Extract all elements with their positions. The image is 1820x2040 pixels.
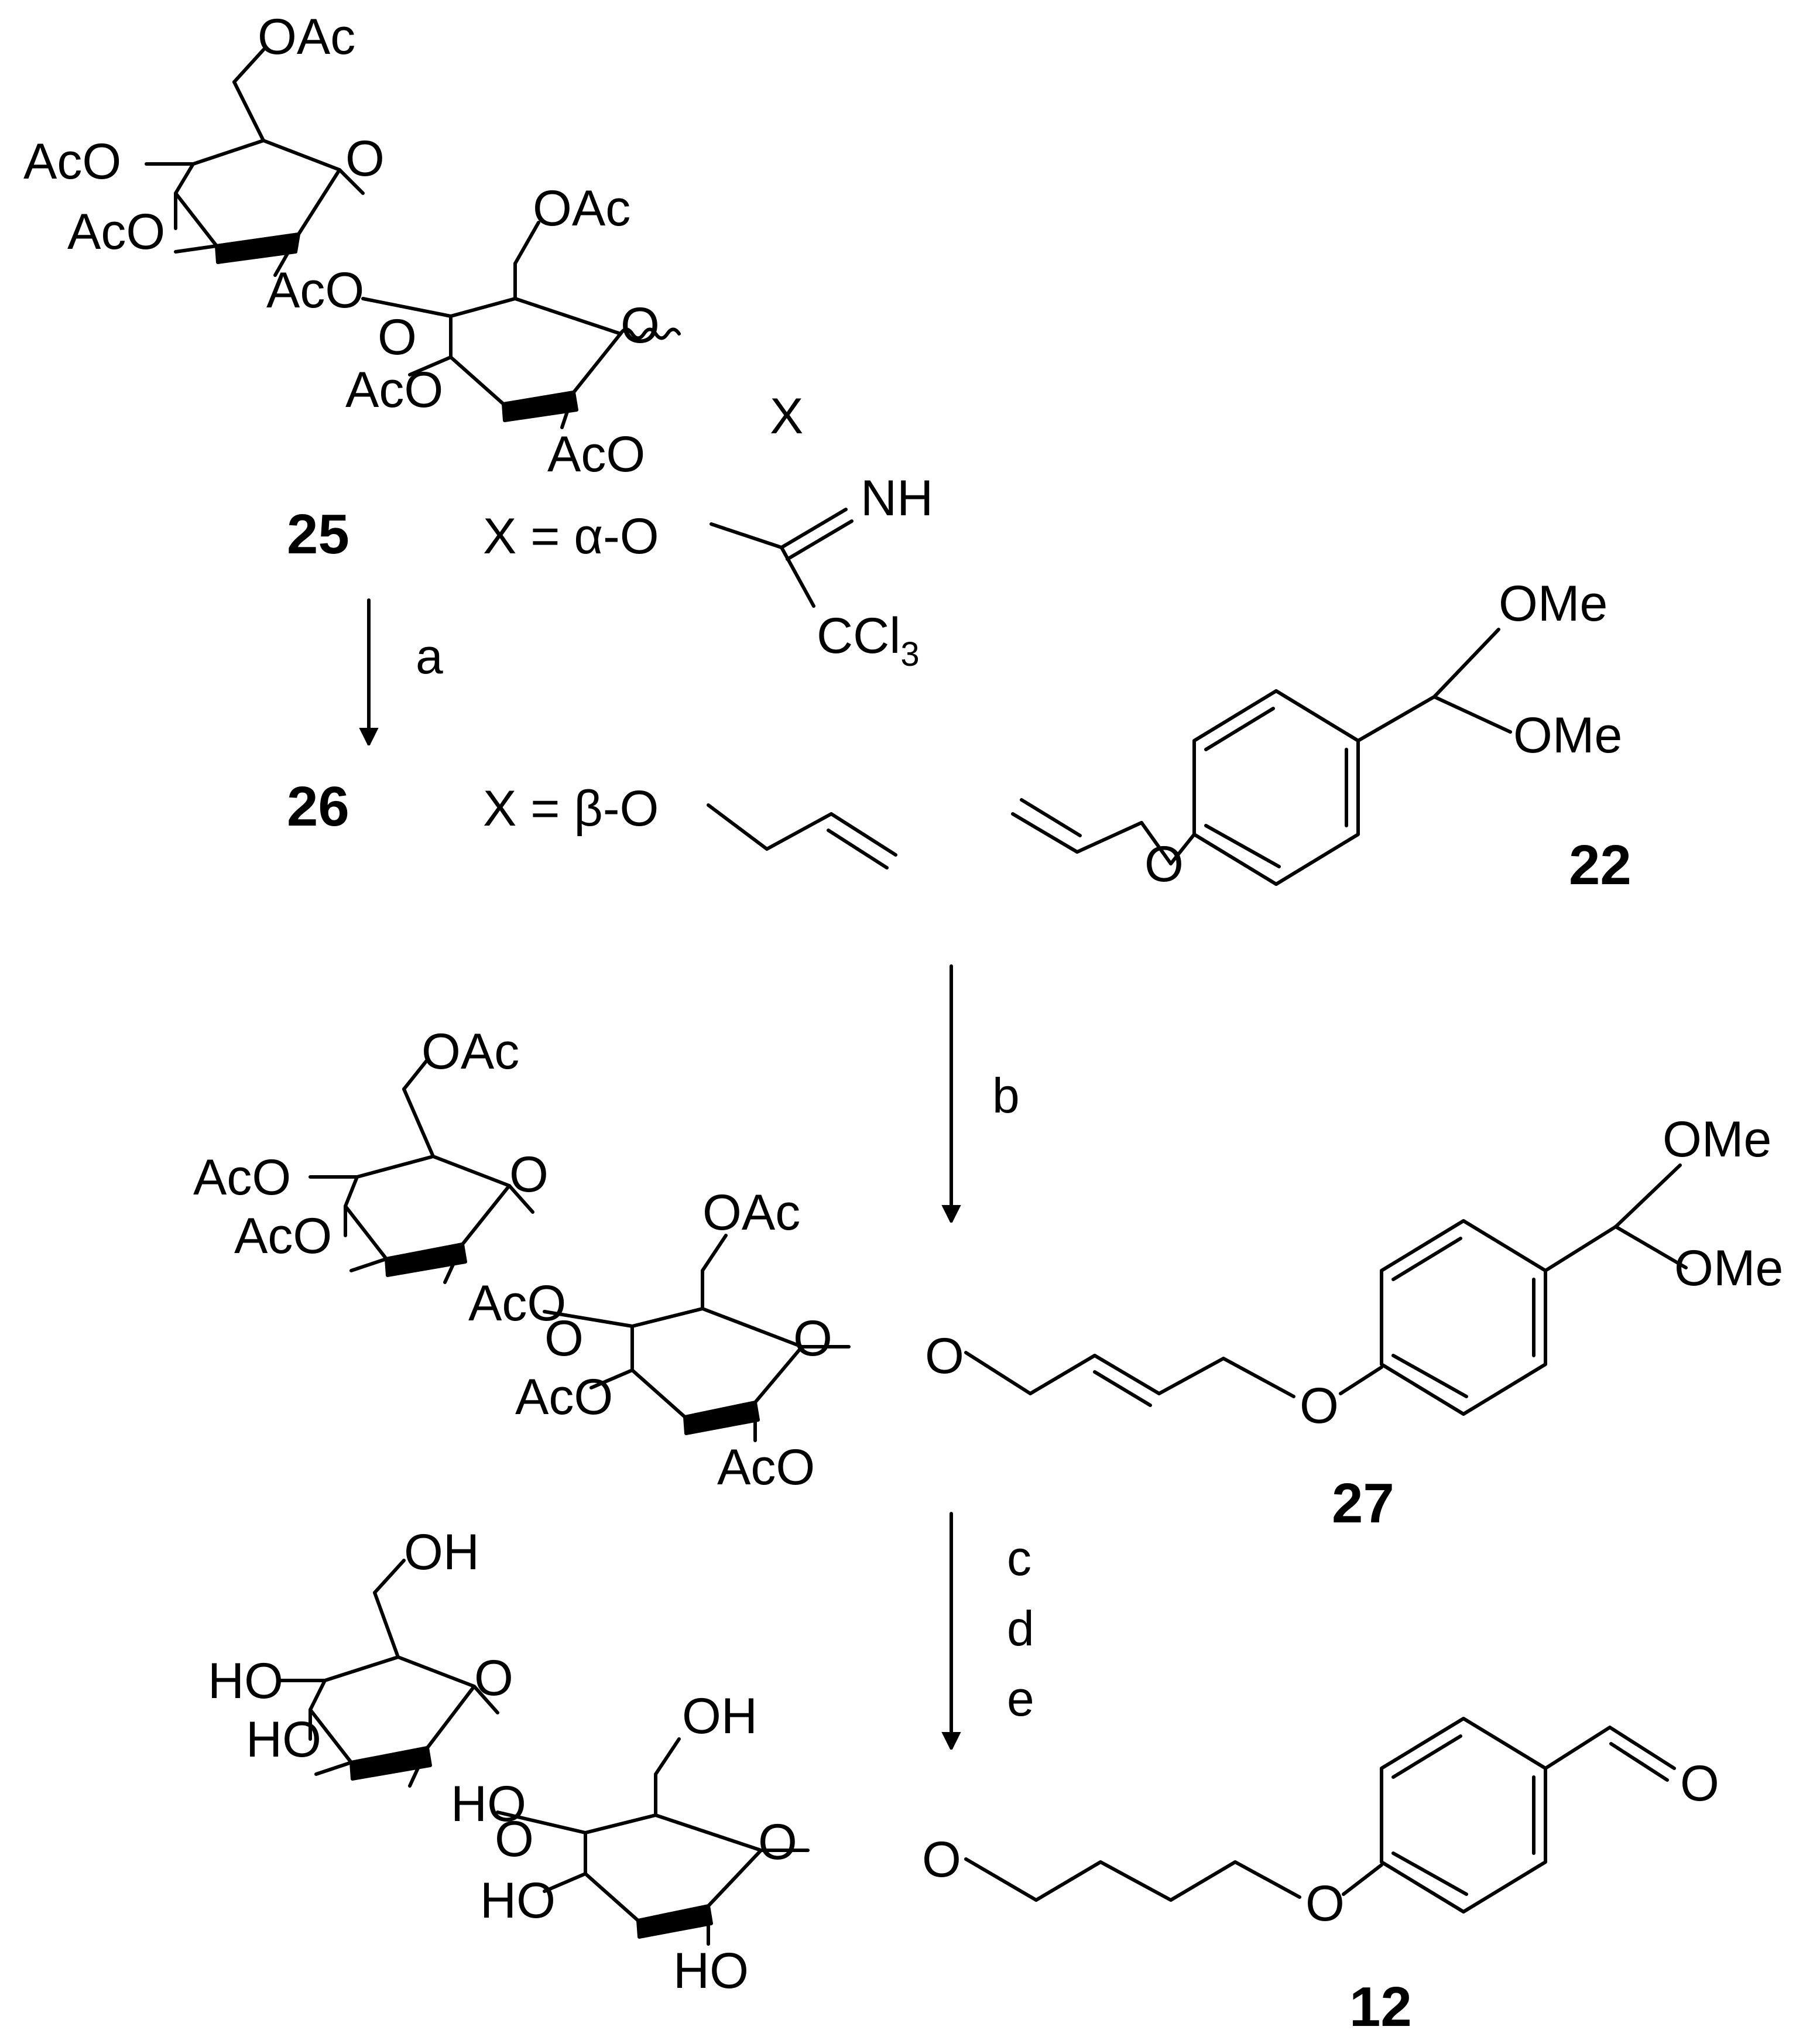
label-12-oh6b: OH	[682, 1688, 758, 1744]
label-22-ome2: OMe	[1513, 707, 1622, 764]
label-12-aldehyde-o: O	[1680, 1755, 1719, 1812]
label-25-oac6: OAc	[258, 9, 355, 65]
label-27-oac2b: AcO	[717, 1439, 815, 1495]
label-27-oac6b: OAc	[702, 1185, 800, 1241]
label-25-x-definition: X = α-O	[483, 508, 659, 564]
label-25-ring-ob: O	[621, 297, 660, 354]
label-25-ccl-subscript: 3	[900, 635, 919, 673]
compound-26: 26 X = β-O	[287, 775, 897, 870]
label-12-glycosidic-o: O	[495, 1811, 534, 1867]
label-27-ring-ob: O	[793, 1310, 832, 1367]
label-25-ccl: CCl	[817, 608, 900, 664]
compound-number-26: 26	[287, 775, 349, 838]
label-25-ring-o: O	[345, 131, 385, 187]
label-22-ome1: OMe	[1499, 576, 1608, 632]
arrow-step-cde: c d e	[951, 1512, 1034, 1750]
label-26-x-definition: X = β-O	[483, 781, 659, 837]
label-27-oac6: OAc	[421, 1024, 519, 1080]
label-27-oac4: AcO	[193, 1149, 291, 1206]
label-27-oac3: AcO	[234, 1208, 332, 1264]
label-12-oh3: HO	[246, 1712, 321, 1768]
label-25-oac6b: OAc	[533, 180, 630, 237]
label-25-oac2: AcO	[266, 262, 364, 319]
compound-25: OAc AcO AcO AcO O O OAc O AcO AcO X 25 X…	[23, 9, 933, 673]
label-27-oac2: AcO	[468, 1275, 566, 1332]
label-27-ome1: OMe	[1663, 1111, 1771, 1168]
label-25-oac3: AcO	[67, 204, 165, 260]
structure-12-labels: OH HO HO HO O O OH O HO HO O O O 12	[208, 1524, 1719, 2038]
label-25-nh: NH	[861, 470, 933, 526]
label-27-anomeric-o: O	[925, 1328, 964, 1384]
compound-12: OH HO HO HO O O OH O HO HO O O O 12	[208, 1524, 1719, 2038]
label-25-oac3b: AcO	[345, 362, 443, 418]
svg-text:CCl3: CCl3	[817, 608, 920, 673]
label-27-ome2: OMe	[1674, 1240, 1783, 1296]
label-25-glycosidic-o: O	[378, 309, 417, 365]
compound-number-25: 25	[287, 503, 349, 566]
structure-25-bonds	[145, 48, 854, 608]
label-22-o: O	[1144, 836, 1184, 892]
label-27-aryl-o: O	[1300, 1378, 1339, 1434]
label-27-ring-o: O	[509, 1146, 549, 1203]
structure-27-bonds	[309, 1058, 1688, 1442]
label-12-anomeric-o: O	[922, 1832, 961, 1888]
reagent-label-b: b	[992, 1068, 1020, 1123]
label-12-ring-o: O	[474, 1650, 513, 1706]
structure-27-labels: OAc AcO AcO AcO O O OAc O AcO AcO O O OM…	[193, 1024, 1783, 1535]
reagent-label-c: c	[1007, 1531, 1031, 1586]
reagent-label-d: d	[1007, 1601, 1034, 1656]
label-12-oh3b: HO	[480, 1873, 556, 1929]
label-25-oac2b: AcO	[547, 426, 645, 482]
label-12-oh2: HO	[451, 1776, 526, 1832]
label-12-oh4: HO	[208, 1653, 283, 1709]
label-12-oh6: OH	[404, 1524, 479, 1580]
arrow-step-a: a	[369, 598, 443, 745]
compound-number-22: 22	[1569, 834, 1632, 896]
structure-22-labels: OMe OMe O 22	[1144, 576, 1632, 896]
reagent-label-e: e	[1007, 1671, 1034, 1726]
label-27-oac3b: AcO	[515, 1369, 613, 1425]
compound-number-12: 12	[1349, 1976, 1412, 2038]
label-12-ring-ob: O	[758, 1814, 797, 1870]
label-25-oac4: AcO	[23, 134, 121, 190]
compound-number-27: 27	[1332, 1472, 1394, 1535]
label-12-oh2b: HO	[673, 1943, 749, 1999]
label-12-aryl-o: O	[1305, 1875, 1345, 1932]
structure-25-labels: OAc AcO AcO AcO O O OAc O AcO AcO X 25 X…	[23, 9, 933, 673]
arrow-step-b: b	[951, 964, 1020, 1223]
label-25-x: X	[770, 388, 803, 444]
compound-27: OAc AcO AcO AcO O O OAc O AcO AcO O O OM…	[193, 1024, 1783, 1535]
structure-26-allyl	[707, 803, 897, 870]
compound-22: OMe OMe O 22	[1011, 576, 1632, 896]
reagent-label-a: a	[416, 629, 443, 684]
label-27-glycosidic-o: O	[544, 1310, 584, 1367]
structure-22-bonds	[1011, 628, 1512, 886]
structure-12-bonds	[279, 1559, 1676, 1946]
